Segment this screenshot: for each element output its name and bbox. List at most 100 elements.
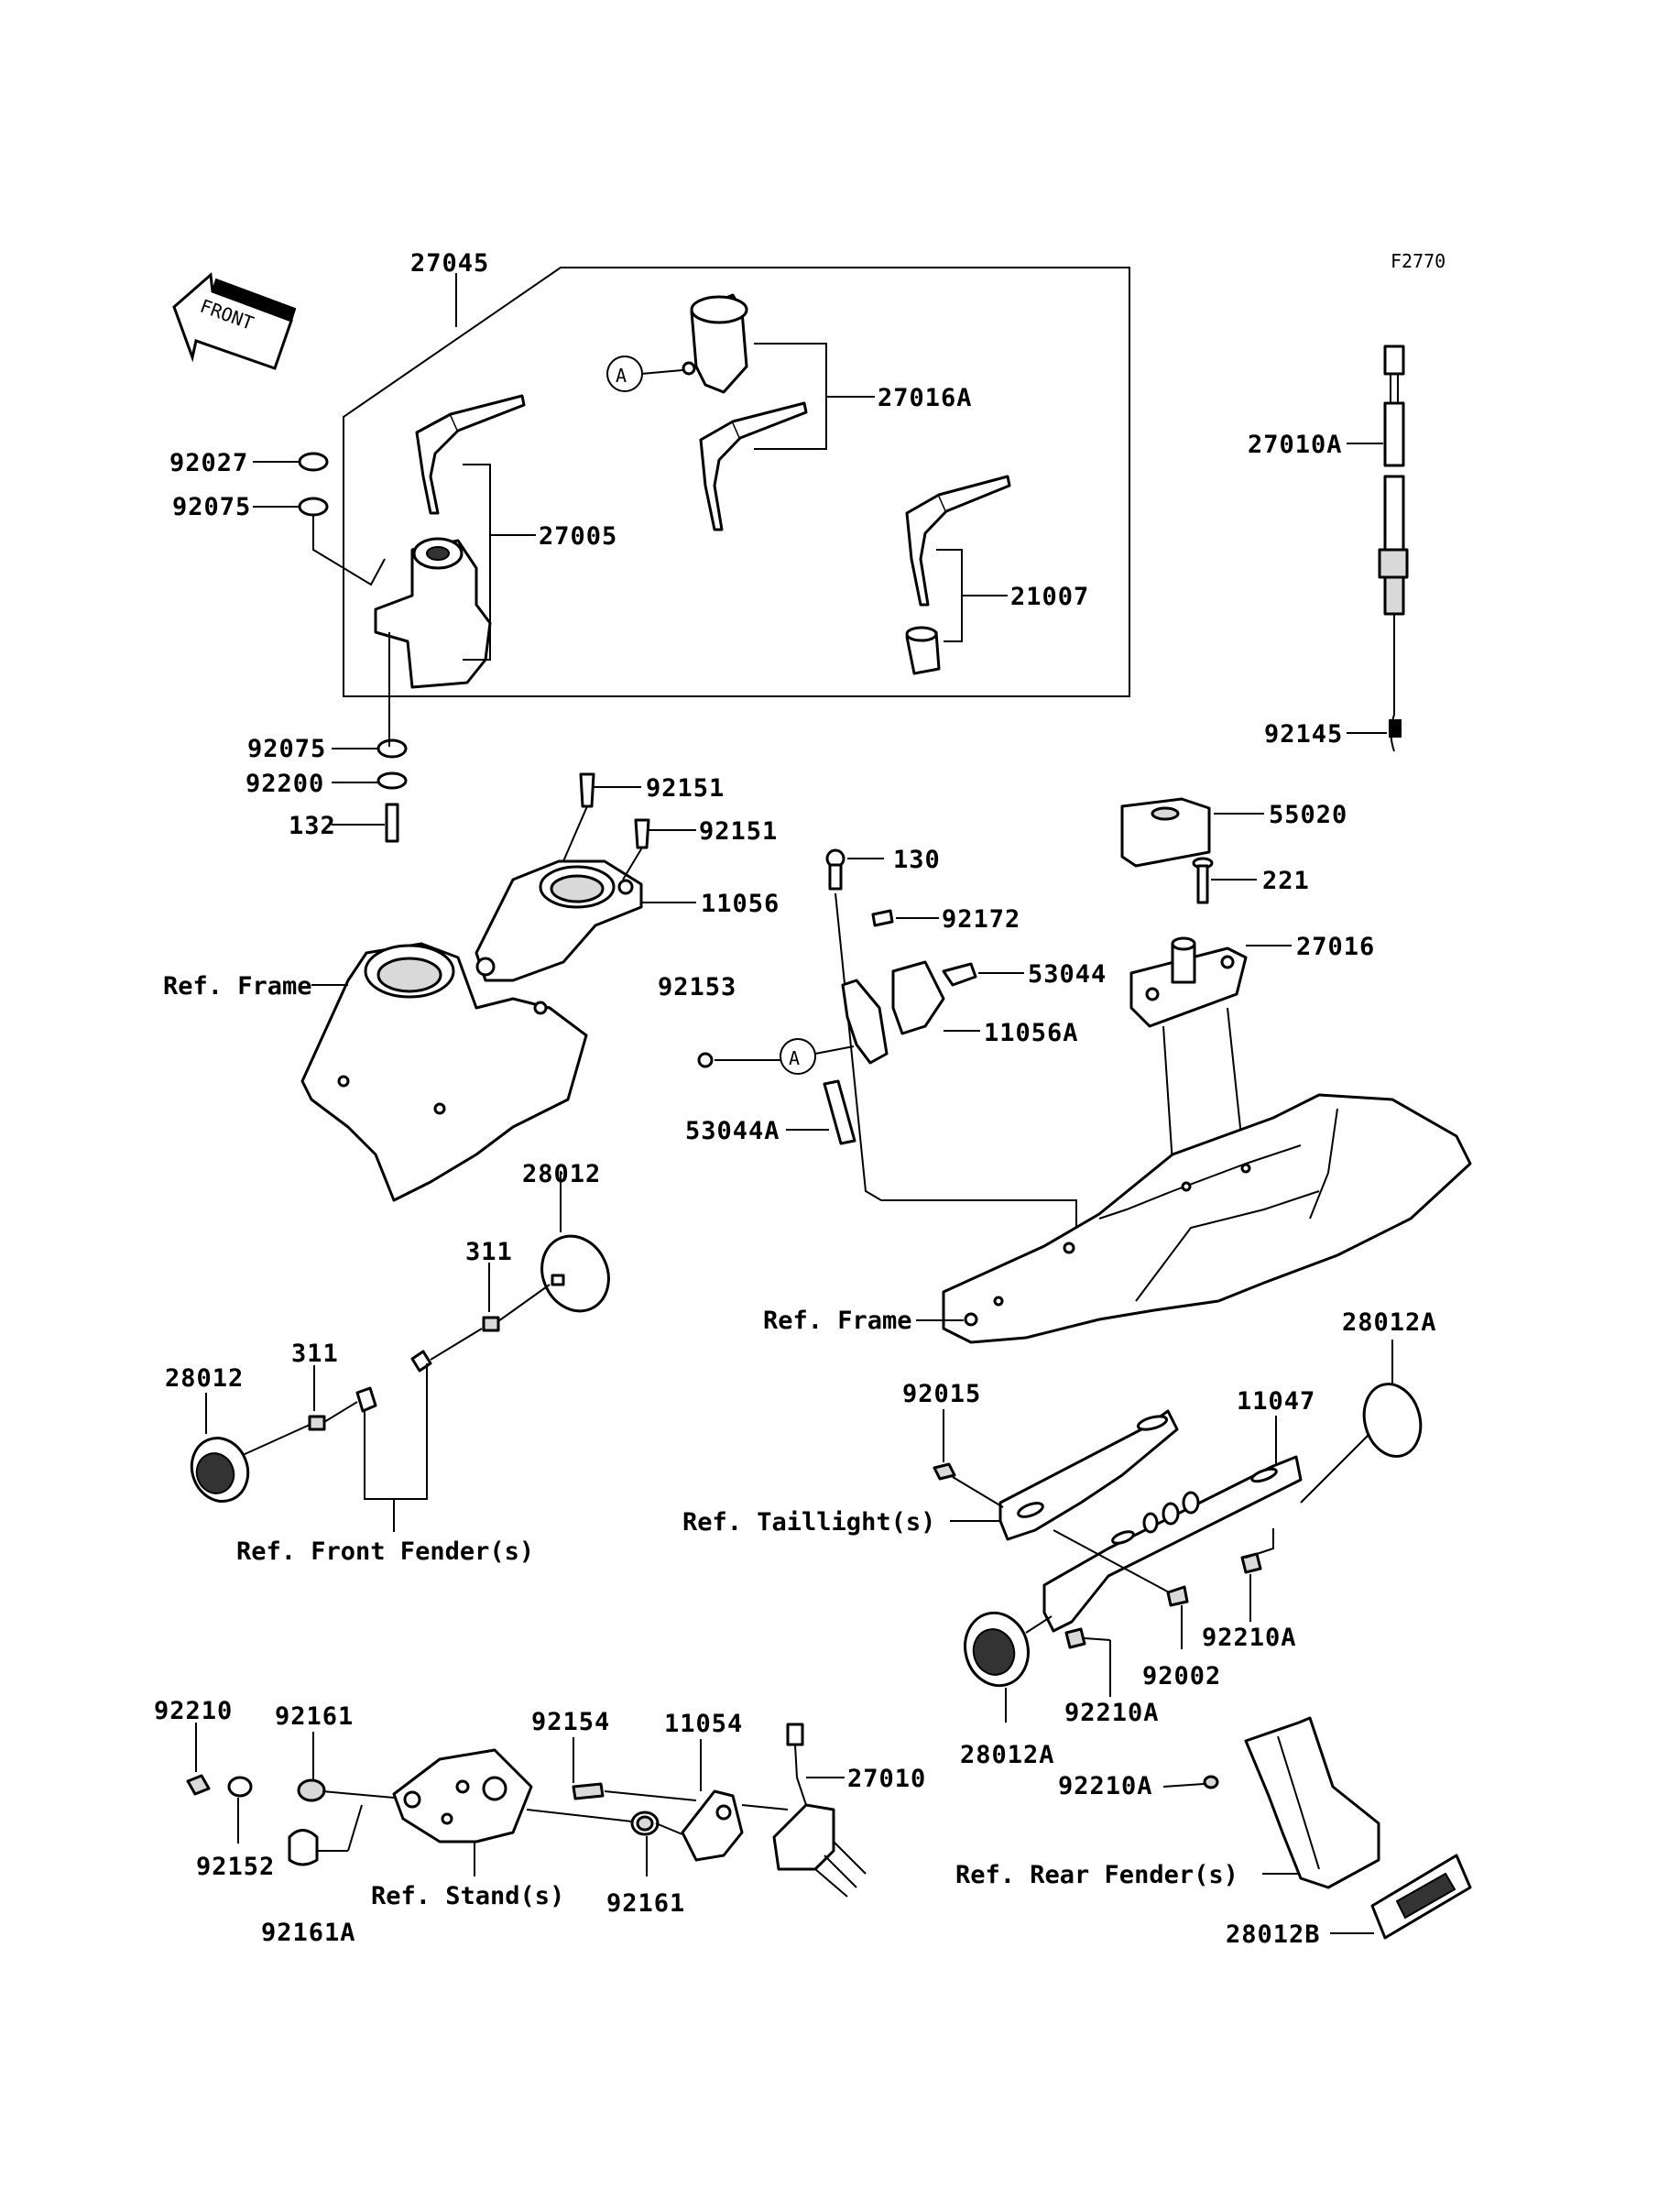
- part-label-92172: 92172: [942, 905, 1020, 934]
- frame-left: [300, 942, 588, 1202]
- diagram-code: F2770: [1391, 250, 1445, 272]
- bolt-92151-a: [562, 772, 641, 862]
- ref-stand: Ref. Stand(s): [371, 1882, 564, 1910]
- part-label-11047: 11047: [1237, 1387, 1315, 1416]
- bolt-92154: [572, 1737, 697, 1801]
- part-label-28012B: 28012B: [1226, 1920, 1321, 1949]
- part-label-92152: 92152: [196, 1853, 275, 1881]
- nut-92210A-low: [1162, 1775, 1219, 1789]
- part-label-130: 130: [893, 846, 941, 874]
- nut-311-top: [482, 1263, 551, 1332]
- part-label-27010A: 27010A: [1248, 431, 1343, 459]
- screw-92172: [871, 909, 939, 927]
- ignition-switch-27005: [374, 537, 492, 747]
- seat-lock-27016: [1129, 936, 1292, 1165]
- part-label-92200: 92200: [245, 770, 324, 798]
- spacer-92161-a: [297, 1732, 326, 1802]
- lock-27016A: [640, 293, 748, 394]
- frame-rear: [916, 1093, 1472, 1344]
- part-label-11056: 11056: [701, 890, 780, 918]
- nut-92210A-right: [1240, 1528, 1274, 1622]
- part-label-28012-top: 28012: [522, 1160, 601, 1188]
- part-label-92075-top: 92075: [172, 493, 251, 521]
- nut-92210A-mid: [1064, 1627, 1111, 1697]
- stand-bracket: [322, 1748, 633, 1876]
- part-label-92154: 92154: [531, 1708, 610, 1736]
- nut-92015: [933, 1409, 956, 1481]
- switch-27010A: [1347, 345, 1409, 752]
- front-arrow-icon: FRONT: [172, 271, 297, 370]
- bolt-132: [332, 803, 399, 843]
- part-label-27005: 27005: [539, 522, 617, 551]
- part-label-11056A: 11056A: [984, 1019, 1079, 1047]
- part-label-92151-b: 92151: [699, 817, 778, 846]
- part-label-53044A: 53044A: [685, 1117, 780, 1145]
- part-label-92161A: 92161A: [261, 1919, 356, 1947]
- part-label-27016: 27016: [1296, 933, 1375, 961]
- svg-text:A: A: [616, 365, 627, 387]
- switch-plate-11054: [655, 1739, 744, 1862]
- part-label-92210A-right: 92210A: [1202, 1624, 1297, 1652]
- part-label-92210: 92210: [154, 1697, 233, 1725]
- part-label-92002: 92002: [1142, 1662, 1221, 1690]
- rear-fender: [1244, 1716, 1380, 1889]
- reflector-28012B: [1330, 1854, 1472, 1940]
- part-label-27016A: 27016A: [878, 384, 973, 412]
- key-27016A: [699, 401, 808, 531]
- nut-92210: [186, 1723, 211, 1796]
- part-label-92075-bottom: 92075: [247, 735, 326, 763]
- washer-92075-top: [253, 497, 386, 586]
- strip-53044A: [786, 1079, 856, 1145]
- leader-27016A: [754, 343, 827, 450]
- bolt-221: [1192, 857, 1257, 904]
- washer-92200: [332, 771, 408, 790]
- spacer-92161-b: [630, 1811, 660, 1876]
- side-stand-switch-27010: [741, 1723, 867, 1898]
- ref-front-fender: Ref. Front Fender(s): [236, 1537, 534, 1566]
- cap-21007: [905, 626, 941, 675]
- part-label-92027: 92027: [169, 449, 248, 477]
- part-label-92145: 92145: [1264, 720, 1343, 749]
- part-label-21007: 21007: [1010, 583, 1089, 611]
- spacer-left: [323, 1386, 377, 1423]
- reflector-28012-left: [190, 1393, 311, 1503]
- part-label-27010: 27010: [847, 1765, 926, 1793]
- part-label-92210A-low: 92210A: [1058, 1772, 1153, 1800]
- reflector-28012-top: [540, 1171, 610, 1313]
- part-label-311-left: 311: [291, 1340, 339, 1368]
- part-label-28012A-right: 28012A: [1342, 1308, 1437, 1337]
- leader-21007: [936, 549, 963, 642]
- bolt-92002: [1166, 1585, 1189, 1649]
- key-21007: [905, 475, 1011, 607]
- marker-a-top: A: [606, 356, 643, 392]
- part-label-92161-b: 92161: [606, 1889, 685, 1918]
- part-label-28012A-bottom: 28012A: [960, 1741, 1055, 1769]
- part-label-55020: 55020: [1269, 801, 1347, 829]
- part-label-28012-left: 28012: [165, 1364, 244, 1393]
- clip-92145: [1347, 719, 1402, 738]
- part-label-311-top: 311: [465, 1238, 513, 1266]
- key-27005: [415, 394, 526, 515]
- kit-box-27045: [343, 267, 1130, 697]
- ref-rear-fender: Ref. Rear Fender(s): [955, 1861, 1238, 1889]
- spacer-top: [410, 1328, 483, 1373]
- bracket-taillight: [950, 1409, 1179, 1541]
- ref-frame-left: Ref. Frame: [163, 972, 312, 1001]
- bracket-11056: [475, 859, 696, 982]
- part-label-132: 132: [289, 812, 336, 840]
- bracket-11047: [1042, 1416, 1303, 1633]
- svg-text:A: A: [789, 1047, 800, 1069]
- leader-27005: [463, 464, 491, 661]
- part-label-53044: 53044: [1028, 960, 1107, 989]
- pin-53044: [942, 962, 1024, 987]
- leader-front-fender: [364, 1363, 428, 1500]
- bracket-11056A: [841, 960, 980, 1065]
- part-label-92210A-mid: 92210A: [1064, 1699, 1160, 1727]
- reflector-28012A-right: [1300, 1340, 1423, 1504]
- washer-92152: [227, 1776, 253, 1843]
- screw-92153: [697, 1052, 780, 1068]
- washer-92075-bottom: [332, 738, 408, 759]
- part-label-92015: 92015: [902, 1380, 981, 1408]
- ref-frame-right: Ref. Frame: [763, 1307, 912, 1335]
